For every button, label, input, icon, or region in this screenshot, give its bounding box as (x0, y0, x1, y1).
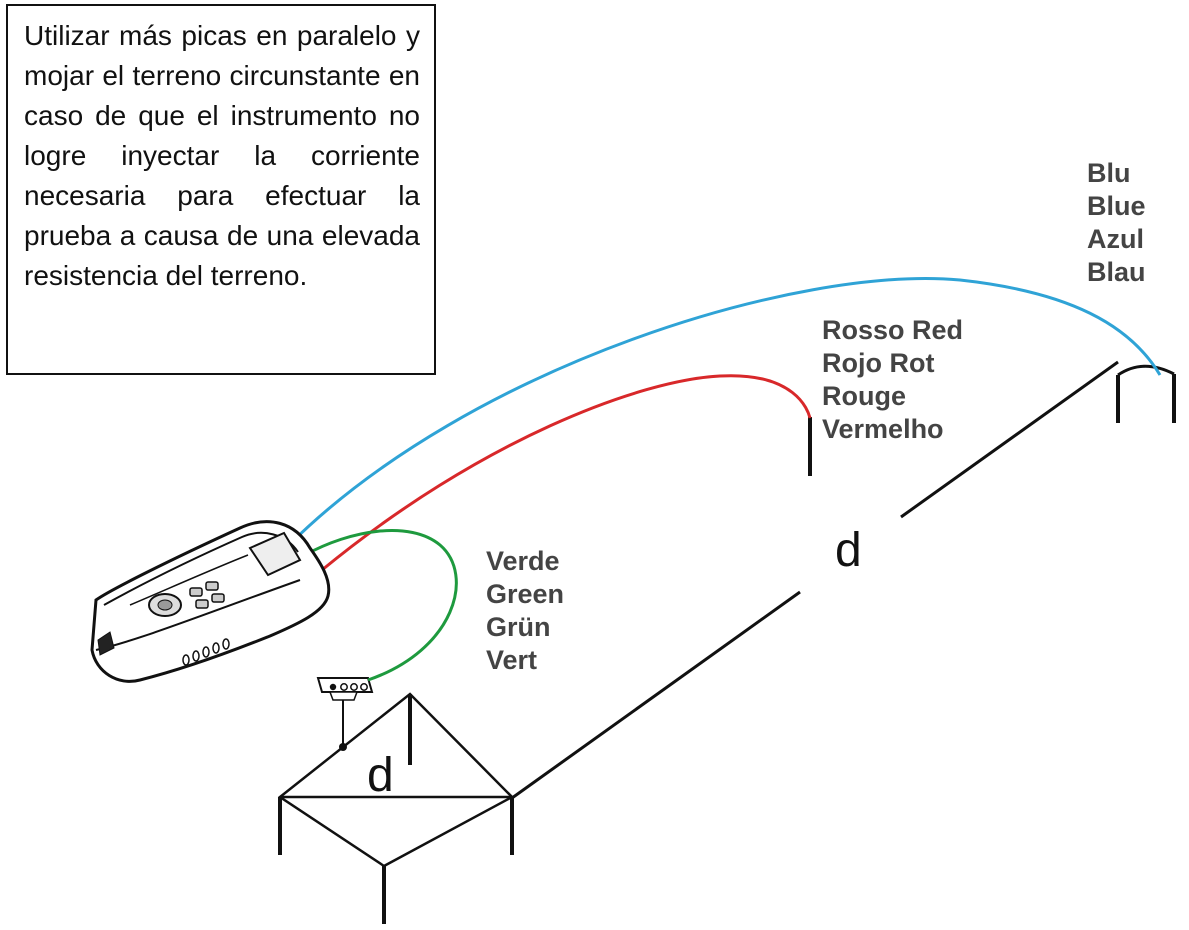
instrument-key-1 (189, 587, 203, 597)
plate-foot (328, 691, 359, 701)
green-cable-label: Verde Green Grün Vert (486, 545, 564, 677)
terminal-3 (202, 646, 210, 658)
clamp-junction (339, 743, 347, 751)
red-label-line-3: Rouge (822, 381, 906, 411)
plate-hole-3 (350, 683, 358, 691)
rods-square-outline (277, 692, 515, 868)
instrument-key-4 (211, 593, 225, 603)
blue-label-de: Blau (1087, 257, 1146, 287)
instrument-display (248, 531, 302, 577)
blue-cable (287, 277, 1162, 547)
distance-label-long: d (835, 524, 862, 577)
distance-line-upper (900, 360, 1119, 519)
connector-plate (316, 677, 374, 701)
distance-label-square: d (367, 749, 394, 802)
blue-cable-label: Blu Blue Azul Blau (1087, 157, 1146, 289)
blue-label-it: Blu (1087, 158, 1131, 188)
instrument-key-2 (205, 581, 219, 591)
distance-lines (511, 360, 1119, 800)
green-cable (304, 529, 458, 682)
note-text: Utilizar más picas en paralelo y mojar e… (24, 20, 420, 291)
blue-probe-arch (1117, 364, 1175, 377)
terminal-2 (192, 650, 200, 662)
red-cable-label: Rosso Red Rojo Rot Rouge Vermelho (822, 314, 963, 446)
terminal-4 (212, 642, 220, 654)
instrument-dial-center (157, 599, 173, 611)
square-rods (278, 694, 514, 924)
green-label-de: Grün (486, 612, 551, 642)
distance-line-lower (511, 590, 801, 800)
terminal-1 (182, 654, 190, 666)
earth-tester-instrument (90, 520, 331, 683)
green-label-fr: Vert (486, 645, 538, 675)
instrument-bumper (97, 631, 115, 656)
green-label-en: Green (486, 579, 565, 609)
plate-hole-4 (360, 683, 368, 691)
red-label-line-4: Vermelho (822, 414, 944, 444)
terminal-5 (222, 638, 230, 650)
parallel-rods-square (277, 692, 515, 868)
green-label-it: Verde (486, 546, 560, 576)
blue-label-es: Azul (1087, 224, 1144, 254)
red-cable (321, 374, 812, 572)
red-label-line-1: Rosso Red (822, 315, 964, 345)
plate-hole-2 (340, 683, 348, 691)
instrument-key-3 (195, 599, 209, 609)
note-box: Utilizar más picas en paralelo y mojar e… (6, 4, 436, 375)
instrument-terminals (182, 638, 230, 666)
instrument-panel-line (129, 554, 249, 606)
blue-label-en: Blue (1087, 191, 1146, 221)
plate-hole-1 (329, 683, 337, 691)
red-label-line-2: Rojo Rot (822, 348, 935, 378)
